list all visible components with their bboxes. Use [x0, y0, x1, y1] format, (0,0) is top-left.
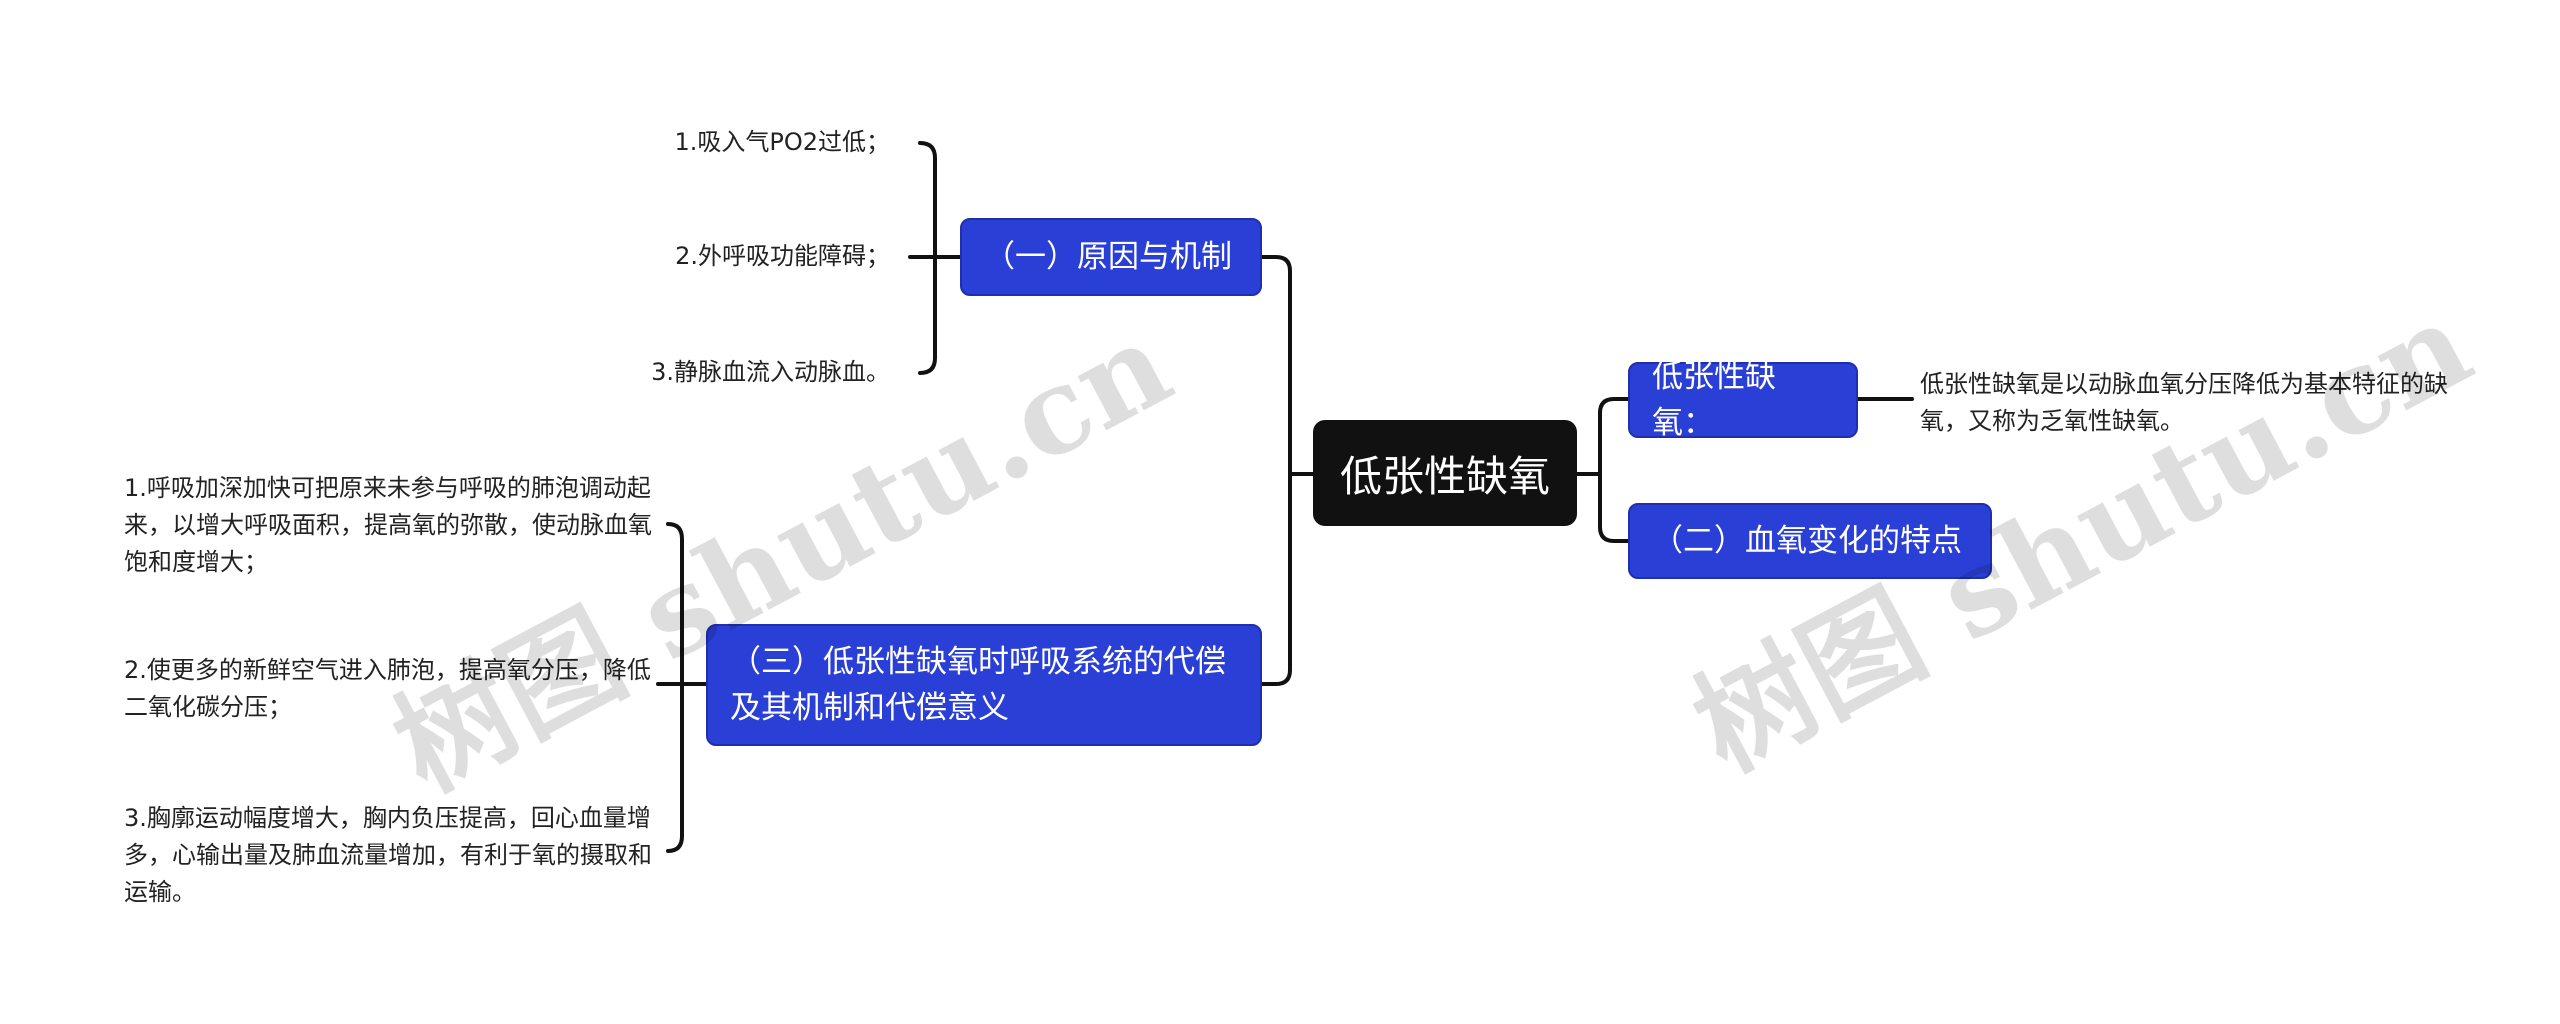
root-label: 低张性缺氧: [1339, 451, 1550, 501]
branch-definition-label: 低张性缺氧：: [1652, 359, 1776, 441]
connector-root-compensation: [1260, 472, 1315, 686]
connector-root-definition: [1575, 397, 1630, 476]
root-node[interactable]: 低张性缺氧: [1313, 420, 1577, 526]
leaf-cause-1[interactable]: 1.吸入气PO2过低；: [674, 128, 890, 156]
branch-compensation[interactable]: （三）低张性缺氧时呼吸系统的代偿及其机制和代偿意义: [706, 624, 1262, 746]
leaf-cause-2[interactable]: 2.外呼吸功能障碍；: [675, 242, 890, 270]
branch-compensation-label: （三）低张性缺氧时呼吸系统的代偿及其机制和代偿意义: [730, 644, 1226, 726]
connector-root-bloodoxygen: [1575, 472, 1630, 543]
branch-blood-oxygen-label: （二）血氧变化的特点: [1652, 523, 1962, 559]
connector-root-cause: [1260, 255, 1315, 476]
branch-blood-oxygen[interactable]: （二）血氧变化的特点: [1628, 503, 1992, 579]
leaf-cause-3[interactable]: 3.静脉血流入动脉血。: [651, 358, 890, 386]
branch-cause-label: （一）原因与机制: [984, 239, 1232, 275]
leaf-compensation-3[interactable]: 3.胸廓运动幅度增大，胸内负压提高，回心血量增多，心输出量及肺血流量增加，有利于…: [124, 804, 652, 906]
leaf-compensation-1[interactable]: 1.呼吸加深加快可把原来未参与呼吸的肺泡调动起来，以增大呼吸面积，提高氧的弥散，…: [124, 474, 652, 576]
leaf-compensation-2[interactable]: 2.使更多的新鲜空气进入肺泡，提高氧分压，降低二氧化碳分压；: [124, 656, 651, 721]
branch-definition[interactable]: 低张性缺氧：: [1628, 359, 1858, 441]
leaf-definition[interactable]: 低张性缺氧是以动脉血氧分压降低为基本特征的缺氧，又称为乏氧性缺氧。: [1920, 370, 2448, 435]
connector-cause-bracket: [908, 141, 962, 375]
connector-compensation-bracket: [656, 522, 708, 853]
branch-cause[interactable]: （一）原因与机制: [960, 218, 1262, 296]
